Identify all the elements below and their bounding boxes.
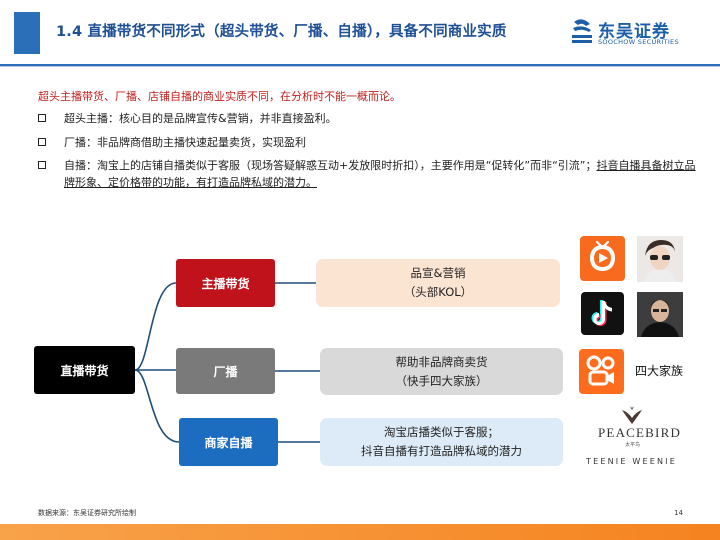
douyin-logo-icon	[581, 292, 624, 335]
logo-english-name: SOOCHOW SECURITIES	[598, 38, 679, 46]
root-node: 直播带货	[34, 346, 135, 394]
connector-root-bot	[134, 369, 180, 443]
connector-root-top	[134, 282, 177, 371]
company-logo: 东吴证券 SOOCHOW SECURITIES	[570, 16, 695, 50]
kuaishou-logo-icon	[579, 349, 624, 394]
page-title: 1.4 直播带货不同形式（超头带货、厂播、自播），具备不同商业实质	[56, 24, 507, 40]
title-accent-bar	[14, 12, 40, 54]
bullet-text: 自播：淘宝上的店铺自播类似于客服（现场答疑解惑互动+发放限时折扣），主要作用是“…	[64, 157, 704, 191]
peacebird-brand: PEACEBIRD	[598, 425, 682, 440]
streamer-portrait-icon	[637, 292, 683, 337]
peacebird-bird-icon	[622, 406, 642, 424]
checkbox-bullet-icon	[38, 161, 46, 169]
desc-box-merchant-stream: 淘宝店播类似于客服； 抖音自播有打造品牌私域的潜力	[320, 418, 563, 466]
desc-line: 帮助非品牌商卖货	[395, 354, 488, 369]
desc-line: （头部KOL）	[403, 285, 473, 299]
branch-node-anchor-sales: 主播带货	[176, 259, 275, 307]
desc-line: 淘宝店播类似于客服；	[384, 425, 499, 439]
kuaishou-logo-icon	[580, 236, 625, 281]
intro-text: 超头主播带货、厂播、店铺自播的商业实质不同，在分析时不能一概而论。	[38, 90, 401, 103]
title-divider-thin	[0, 66, 720, 67]
streamer-portrait-icon	[637, 236, 683, 282]
desc-line: 抖音自播有打造品牌私域的潜力	[361, 444, 522, 458]
peacebird-brand-sub: 太平鸟	[625, 442, 641, 448]
title-divider	[0, 64, 720, 66]
bullet-text-plain: 自播：淘宝上的店铺自播类似于客服（现场答疑解惑互动+发放限时折扣），主要作用是“…	[64, 159, 597, 172]
checkbox-bullet-icon	[38, 138, 46, 146]
branch-node-merchant-stream: 商家自播	[179, 418, 278, 466]
four-families-label: 四大家族	[635, 364, 684, 378]
data-source-note: 数据来源：东吴证券研究所绘制	[38, 509, 136, 517]
soochow-logo-icon	[572, 19, 592, 43]
desc-box-anchor-sales: 品宣&营销 （头部KOL）	[316, 259, 560, 307]
footer-bar	[0, 524, 720, 540]
bullet-text-underlined: 抖音自播具备树立品牌形象、定价格带的功能，有打造品牌私域的潜力。	[64, 159, 696, 189]
page-number: 14	[674, 509, 683, 517]
bullet-text: 超头主播：核心目的是品牌宣传&营销，并非直接盈利。	[64, 112, 337, 125]
desc-box-factory-stream: 帮助非品牌商卖货 （快手四大家族）	[320, 348, 563, 395]
bullet-text: 厂播：非品牌商借助主播快速起量卖货，实现盈利	[64, 136, 306, 149]
logo-chinese-name: 东吴证券	[598, 22, 670, 42]
checkbox-bullet-icon	[38, 114, 46, 122]
desc-line: 品宣&营销	[410, 266, 466, 280]
desc-line: （快手四大家族）	[395, 373, 488, 388]
teenie-weenie-brand: TEENIE WEENIE	[586, 457, 677, 466]
branch-node-factory-stream: 厂播	[176, 348, 275, 394]
